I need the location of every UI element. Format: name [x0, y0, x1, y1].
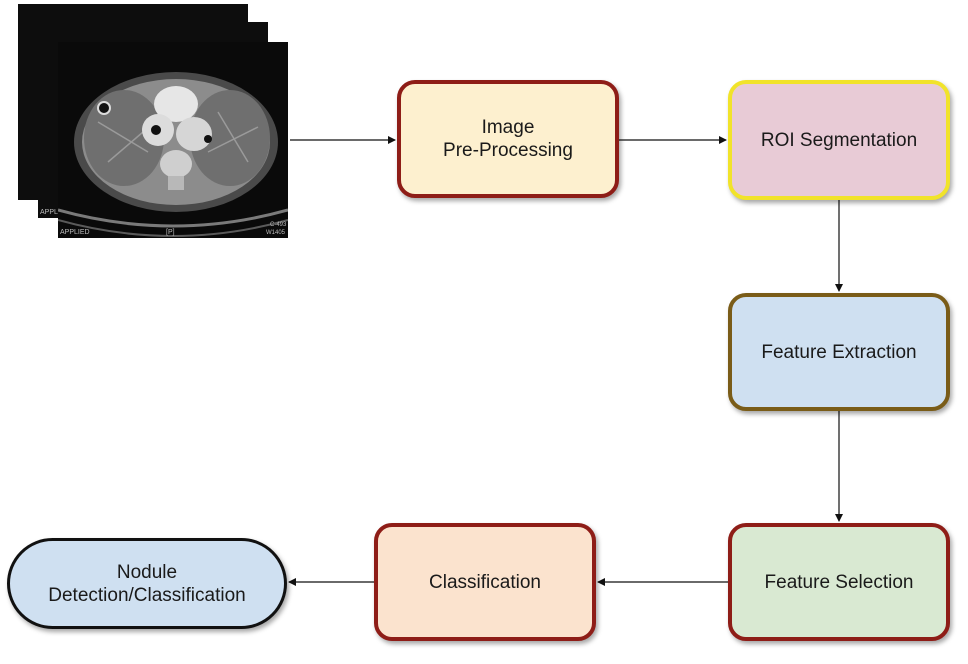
ct-middle-overlay-left: APPLIED: [40, 209, 70, 216]
node-image-preprocessing: Image Pre-Processing: [397, 80, 619, 198]
node-label-line: Feature Extraction: [761, 341, 917, 363]
node-label-line: Detection/Classification: [48, 584, 246, 606]
node-label-line: Feature Selection: [764, 571, 914, 593]
node-roi-segmentation: ROI Segmentation: [728, 80, 950, 200]
node-nodule-detection-classification: Nodule Detection/Classification: [7, 538, 287, 629]
ct-scan-stack: APPLIED APPLIED [P]: [18, 4, 290, 242]
node-label-line: Nodule: [116, 561, 178, 583]
ct-front-overlay-left: APPLIED: [60, 229, 90, 236]
ct-front-overlay-right-top: C-493: [270, 222, 287, 228]
node-feature-selection: Feature Selection: [728, 523, 950, 641]
ct-front-overlay-right-bottom: W1405: [266, 230, 286, 236]
node-label-line: Pre-Processing: [443, 140, 573, 161]
node-label-line: Classification: [429, 571, 541, 593]
node-label-line: Image: [481, 117, 535, 138]
node-label-line: ROI Segmentation: [760, 129, 918, 151]
ct-front-overlay-mid: [P]: [166, 229, 175, 236]
node-feature-extraction: Feature Extraction: [728, 293, 950, 411]
ct-slice-front: APPLIED [P] C-493 W1405: [58, 42, 288, 238]
ct-slice-front-image: APPLIED [P] C-493 W1405: [58, 42, 288, 238]
node-classification: Classification: [374, 523, 596, 641]
